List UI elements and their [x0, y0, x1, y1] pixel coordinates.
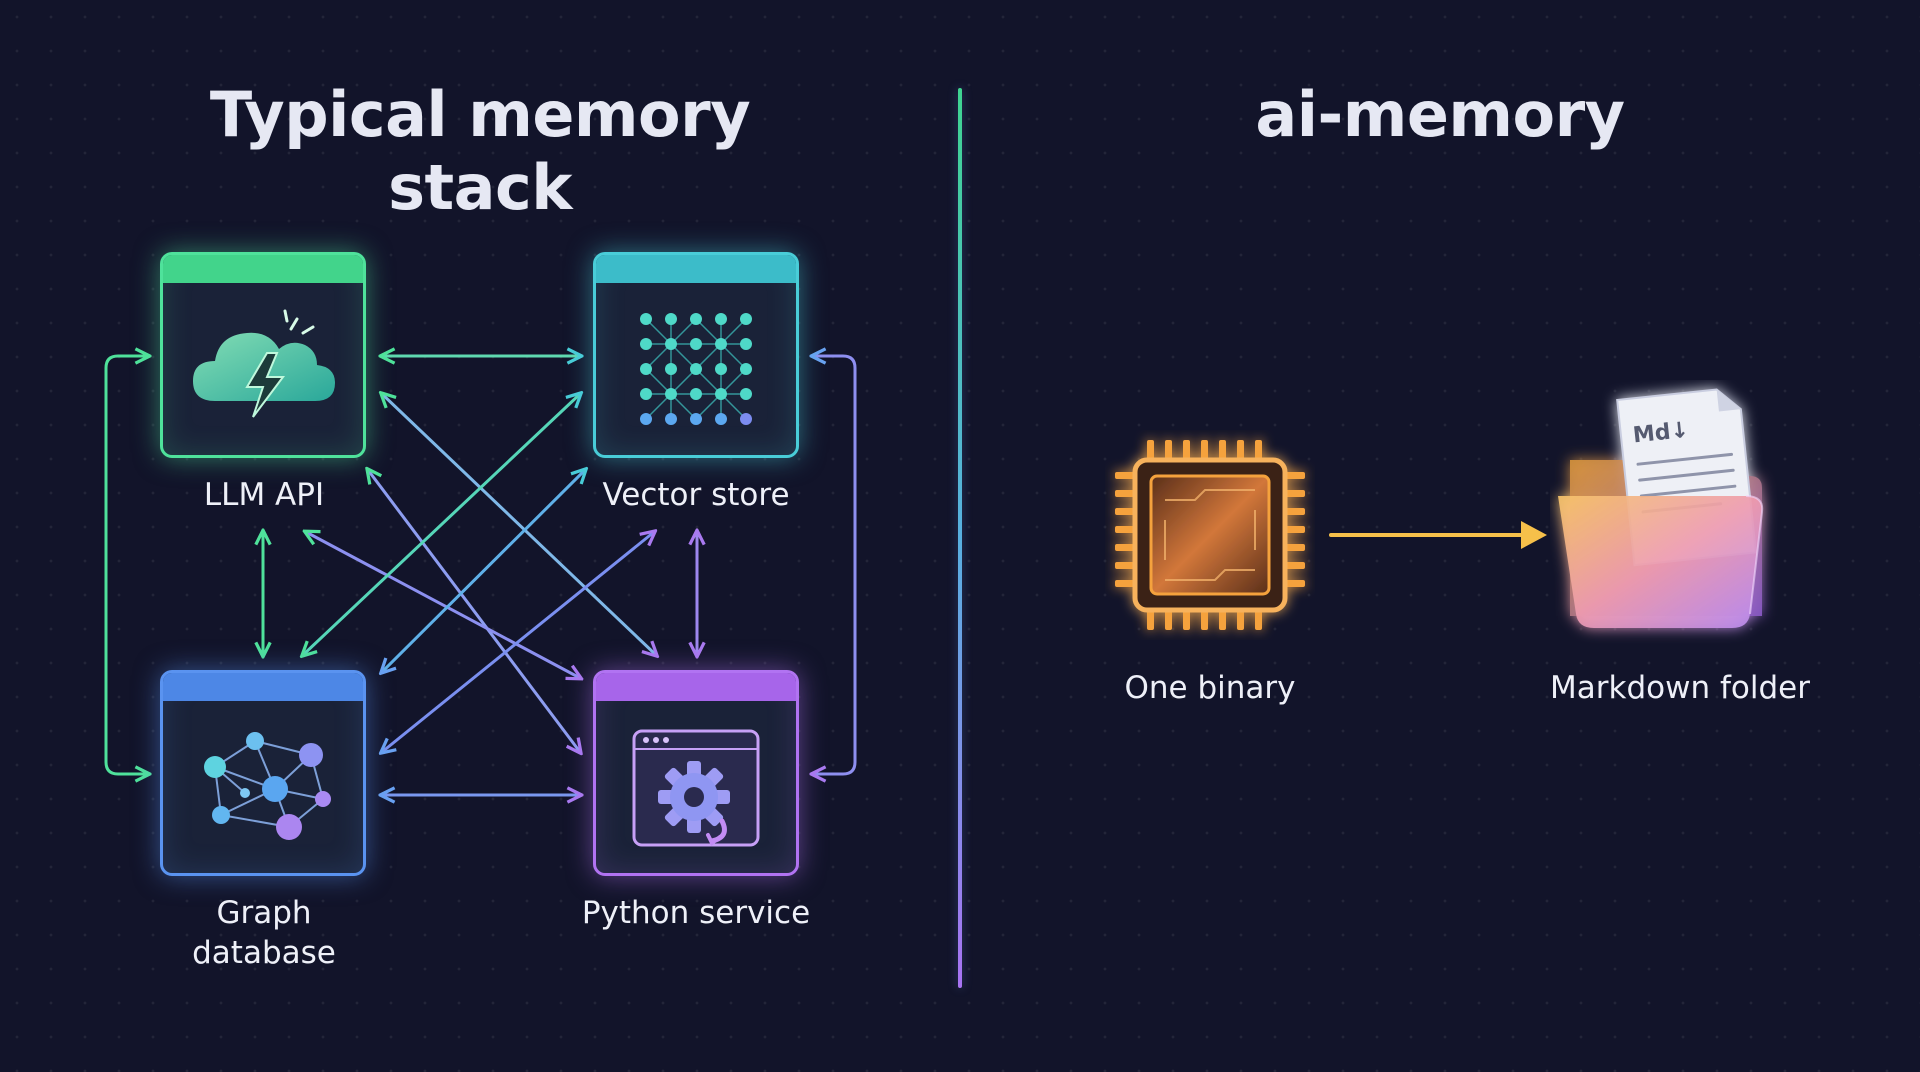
arrow-llm-python-2 — [368, 470, 580, 752]
folder-document-icon: Md↓ — [1558, 388, 1764, 628]
node-grid-icon — [640, 313, 752, 425]
window-titlebar — [163, 255, 363, 283]
python-service-label: Python service — [581, 895, 811, 931]
llm-api-window — [160, 252, 366, 458]
python-service-window — [593, 670, 799, 876]
gear-window-icon — [632, 729, 760, 847]
arrow-vector-graph-3 — [382, 532, 654, 752]
window-titlebar — [596, 673, 796, 701]
panel-divider — [958, 88, 962, 988]
window-titlebar — [596, 255, 796, 283]
microchip-icon — [1115, 440, 1305, 630]
llm-api-label: LLM API — [203, 477, 325, 513]
right-title: ai-memory — [1255, 78, 1625, 151]
arrow-vector-graph-2 — [382, 470, 585, 672]
arrow-binary-to-folder — [1329, 521, 1547, 549]
cloud-lightning-icon — [193, 309, 335, 418]
network-graph-icon — [204, 732, 331, 840]
one-binary-label: One binary — [1124, 670, 1296, 706]
vector-store-label: Vector store — [602, 477, 790, 513]
arrow-outer-right — [813, 356, 857, 774]
graph-label-line2: database — [192, 935, 336, 971]
graph-database-label: Graph database — [130, 893, 398, 973]
arrow-outer-left — [104, 356, 148, 774]
window-titlebar — [163, 673, 363, 701]
left-title: Typical memory stack — [209, 78, 751, 224]
graph-label-line1: Graph — [216, 895, 312, 931]
connection-arrows — [104, 0, 857, 1072]
file-tag: Md↓ — [1632, 418, 1690, 449]
graph-database-window — [160, 670, 366, 876]
markdown-folder-label: Markdown folder — [1550, 670, 1810, 706]
arrow-llm-python-3 — [306, 532, 580, 678]
vector-store-window — [593, 252, 799, 458]
